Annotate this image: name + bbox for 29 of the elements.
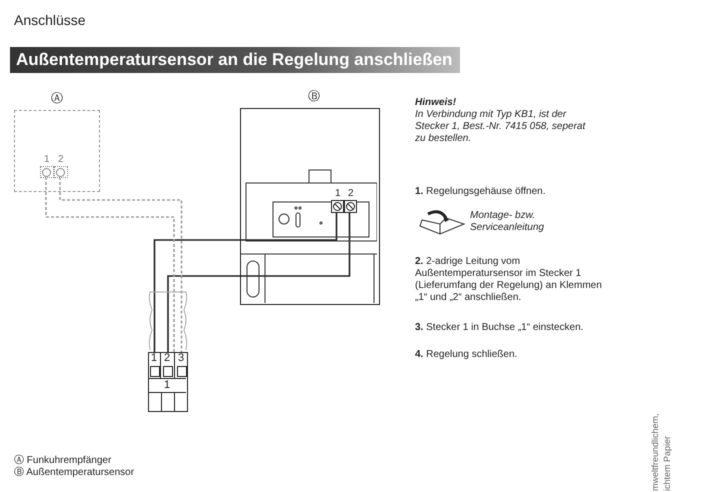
legend-text: Ⓐ Funkuhrempfänger [14,455,112,466]
side-note: mweltfreundlichem, [649,412,661,491]
legend-text: Ⓑ Außentemperatursensor [14,467,136,479]
wire [59,177,182,352]
plug-connector [148,352,188,412]
plug-number: 1 [164,379,170,391]
part-letter: Ⓐ [51,91,63,105]
reference-text: Montage- bzw. Serviceanleitung [470,210,545,234]
wire [45,177,175,352]
step-text: 2. 2-adrige Leitung vom Außentemperatursensor im Stecker 1 (Lieferumfang der Regelung) an Klemmen „1“ und „2“ anschließen. [415,256,603,304]
section-heading: Anschlüsse [14,12,86,28]
pin-number: 1 [151,352,158,364]
plug-pin [161,352,175,378]
pin-number: 2 [164,352,170,364]
step-text: 4. Regelung schließen. [415,349,518,361]
pin-number: 3 [178,352,184,364]
plug-pin [175,352,188,378]
side-note: ichtem Papier [661,434,673,491]
terminal-number: 1 [335,188,341,200]
note-text: In Verbindung mit Typ KB1, ist der Stecker 1, Best.-Nr. 7415 058, seperat zu bestellen. [415,109,586,145]
title-banner: Außentemperatursensor an die Regelung anschließen [10,47,460,73]
plug-pin [148,352,161,378]
step-text: 3. Stecker 1 in Buchse „1“ einstecken. [415,322,584,334]
note-heading: Hinweis! [415,97,458,109]
step-text: 1. Regelungsgehäuse öffnen. [415,186,546,198]
part-letter: Ⓑ [308,89,320,103]
terminal-number: 1 [44,154,50,166]
terminal-number: 2 [58,154,64,166]
terminal-number: 2 [348,188,354,200]
